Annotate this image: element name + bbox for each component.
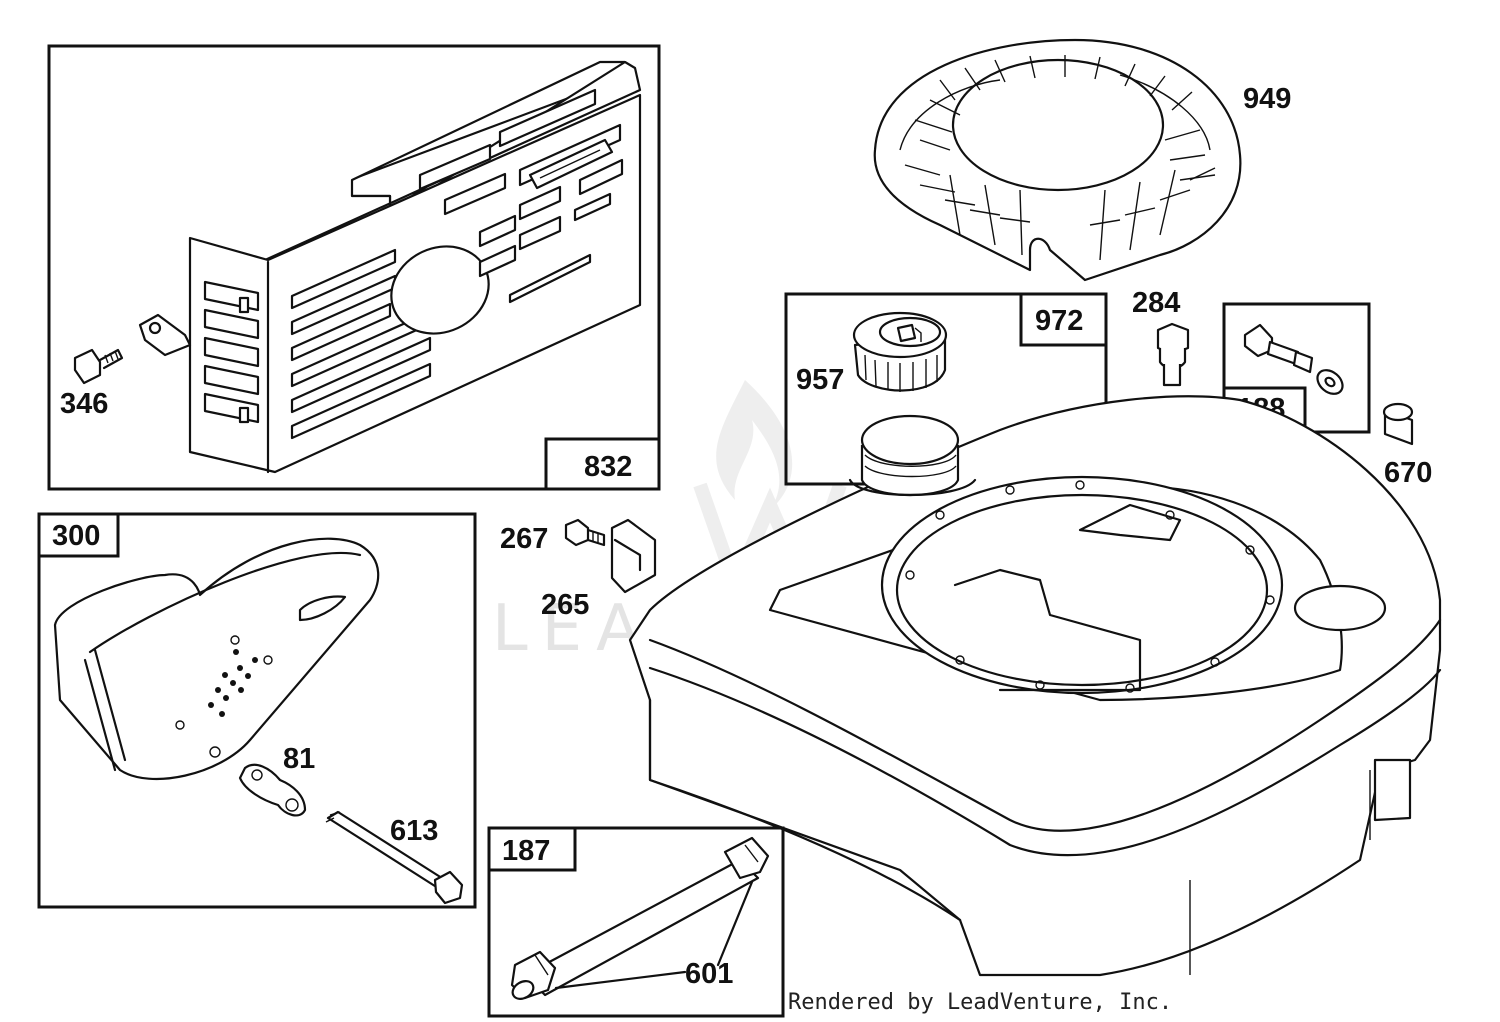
group-300-frame bbox=[37, 512, 477, 909]
group-187-frame bbox=[487, 826, 785, 1018]
fuel-line-187-part[interactable] bbox=[509, 836, 770, 1002]
group-300: 300 81 bbox=[37, 512, 477, 909]
label-265[interactable]: 265 bbox=[541, 589, 589, 621]
heat-shield-part[interactable] bbox=[138, 60, 642, 474]
fuel-cap-957-part[interactable] bbox=[852, 311, 948, 392]
watermark-flame-icon bbox=[716, 380, 793, 510]
label-81[interactable]: 81 bbox=[283, 743, 315, 775]
label-346[interactable]: 346 bbox=[60, 388, 108, 420]
group-972: 972 957 bbox=[784, 292, 1108, 486]
group-832-frame bbox=[47, 44, 661, 491]
label-949[interactable]: 949 bbox=[1243, 83, 1291, 115]
group-188: 188 bbox=[1222, 302, 1371, 434]
clamp-601-part[interactable] bbox=[554, 880, 754, 990]
bolt-346-part[interactable] bbox=[73, 348, 124, 385]
label-832[interactable]: 832 bbox=[584, 451, 632, 483]
muffler-300-part[interactable] bbox=[53, 537, 380, 781]
blower-housing-949-part[interactable] bbox=[873, 38, 1242, 282]
fuel-pump-icon bbox=[896, 323, 917, 343]
label-box-832 bbox=[544, 437, 659, 489]
shoulder-bolt-188-part[interactable] bbox=[1243, 323, 1347, 399]
label-box-188 bbox=[1224, 386, 1307, 432]
label-box-300 bbox=[39, 514, 120, 558]
group-187: 187 601 bbox=[487, 826, 785, 1018]
clip-265-part[interactable] bbox=[610, 518, 657, 594]
label-613[interactable]: 613 bbox=[390, 815, 438, 847]
label-601[interactable]: 601 bbox=[685, 958, 733, 990]
label-670[interactable]: 670 bbox=[1384, 457, 1432, 489]
screw-267-part[interactable] bbox=[564, 518, 606, 547]
spacer-670-part[interactable] bbox=[1382, 402, 1414, 446]
label-267[interactable]: 267 bbox=[500, 523, 548, 555]
fuel-tank-part[interactable] bbox=[628, 395, 1442, 977]
screw-284-part[interactable] bbox=[1156, 322, 1190, 387]
gasket-81-part[interactable] bbox=[238, 763, 307, 817]
label-284[interactable]: 284 bbox=[1132, 287, 1180, 319]
credit-text: Rendered by LeadVenture, Inc. bbox=[788, 990, 1172, 1015]
label-187[interactable]: 187 bbox=[502, 835, 550, 867]
label-box-972 bbox=[1019, 294, 1106, 347]
label-box-187 bbox=[489, 828, 577, 872]
bolt-613-part[interactable] bbox=[325, 810, 464, 905]
label-972[interactable]: 972 bbox=[1035, 305, 1083, 337]
group-832: 832 bbox=[47, 44, 661, 491]
label-300[interactable]: 300 bbox=[52, 520, 100, 552]
label-957[interactable]: 957 bbox=[796, 364, 844, 396]
